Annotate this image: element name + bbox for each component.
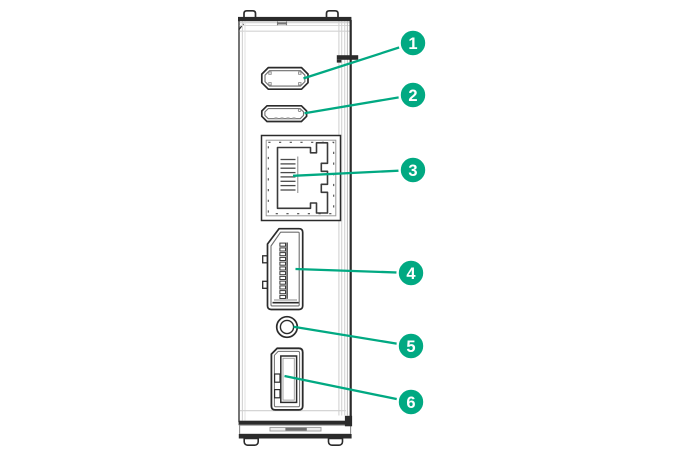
leader-line-6: [284, 374, 412, 404]
panel-bottom-edge: [238, 420, 352, 426]
port-2-pin-mark: [292, 117, 296, 120]
callout-1-badge: [398, 28, 428, 58]
callout-6-badge: [396, 387, 426, 417]
rj45-ethernet-port: [260, 134, 342, 222]
rail-marking: [276, 21, 288, 26]
usb-contact: [274, 373, 281, 383]
dp-pin: [279, 252, 286, 257]
dp-pin-ladder: [279, 242, 288, 299]
port-1-corner-tick: [268, 82, 272, 86]
leader-line-2: [304, 93, 414, 115]
button-inner-ring: [279, 319, 295, 335]
callout-5-number: 5: [406, 338, 415, 356]
port-2-inner-shell: [264, 108, 305, 120]
panel-top-edge: [238, 16, 352, 22]
leader-line-3: [292, 168, 414, 177]
callout-4: 4: [295, 258, 426, 288]
dp-pin: [279, 247, 286, 252]
callout-6-number: 6: [406, 394, 415, 412]
callout-5: 5: [293, 325, 426, 361]
leader-line-4: [295, 267, 412, 275]
callout-5-badge: [396, 331, 426, 361]
dp-pin: [279, 242, 286, 247]
port-2-pin-mark: [274, 117, 278, 120]
usb-tongue-inner: [282, 357, 295, 401]
dp-inner-shell: [270, 231, 300, 307]
callout-6: 6: [284, 374, 426, 417]
bottom-rail-edge: [238, 434, 352, 439]
mounting-tab-left: [243, 9, 257, 19]
usb-contact: [274, 389, 281, 399]
callout-2-number: 2: [408, 87, 417, 105]
dp-pin: [279, 280, 286, 285]
dp-pin: [279, 275, 286, 280]
port-2-pin-mark: [280, 117, 284, 120]
port-2-pin-mark: [286, 117, 290, 120]
callout-4-badge: [396, 258, 426, 288]
displayport-connector: [262, 227, 304, 311]
usb-inner-shell: [273, 350, 301, 408]
port-1-corner-tick: [298, 82, 302, 86]
right-step-hook-lip: [336, 59, 342, 63]
rj45-jack: [276, 142, 329, 214]
port-1-connector: [260, 66, 309, 91]
callout-2: 2: [304, 80, 428, 115]
dp-pin: [279, 256, 286, 261]
dp-pin: [279, 294, 286, 299]
port-1-corner-tick: [268, 71, 272, 75]
mounting-tab-right: [325, 9, 339, 19]
callout-3: 3: [292, 155, 428, 185]
callout-4-number: 4: [406, 265, 416, 283]
leader-line-5: [293, 325, 412, 348]
usb-a-port: [270, 347, 304, 411]
callout-3-badge: [398, 155, 428, 185]
callout-1: 1: [303, 28, 428, 80]
callouts: 1 2 3 4 5 6: [284, 28, 428, 417]
dp-pin: [279, 290, 286, 295]
port-1-corner-tick: [298, 71, 302, 75]
foot-right: [327, 437, 344, 446]
dp-pin: [279, 266, 286, 271]
callout-1-number: 1: [408, 35, 417, 53]
port-2-detail-dot: [297, 108, 302, 113]
rj45-pins: [280, 158, 296, 191]
port-1-outer-shell: [260, 66, 309, 91]
callout-2-badge: [398, 80, 428, 110]
dp-pin: [279, 271, 286, 276]
dp-pin: [279, 261, 286, 266]
bottom-right-block: [344, 415, 353, 427]
port-1-inner-shell: [264, 70, 306, 87]
port-2-connector: [260, 104, 308, 123]
foot-left: [243, 437, 259, 446]
right-step-hook: [336, 55, 359, 60]
bottom-rail-slot-core: [285, 427, 307, 431]
rj45-bezel-ticks: [267, 141, 335, 215]
dp-pin: [279, 285, 286, 290]
leader-line-1: [303, 41, 414, 80]
callout-3-number: 3: [408, 162, 417, 180]
round-button: [275, 315, 299, 339]
rj45-bezel-inner: [265, 139, 337, 217]
